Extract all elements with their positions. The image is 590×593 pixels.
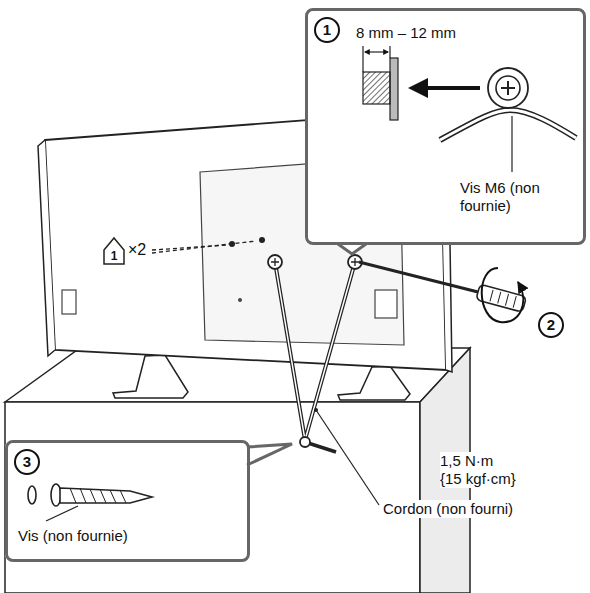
screw-shaft <box>60 488 152 503</box>
dimension-line <box>389 46 390 58</box>
rotation-arrow <box>482 268 523 322</box>
cabinet-front <box>5 402 420 593</box>
callout-ground <box>5 440 250 562</box>
callout-box: 1 8 mm – 12 mm Vis M6 (non fournie) <box>305 8 586 245</box>
leader-line <box>511 116 512 172</box>
quantity-label-wrap: ×2 <box>128 241 146 259</box>
thread-block <box>363 72 390 104</box>
tv-dot <box>238 298 242 302</box>
screw-cross <box>351 258 359 266</box>
screw-cross <box>501 81 515 95</box>
pointer-line <box>152 241 256 253</box>
torque-label: 1,5 N·m {15 kgf·cm} <box>440 452 516 487</box>
part-label-wrap: Vis M6 (non fournie) <box>460 179 578 215</box>
washer <box>28 486 36 504</box>
callout-tail <box>338 244 366 254</box>
screw-cross <box>271 258 279 266</box>
panel-section <box>390 58 398 120</box>
house-icon <box>104 238 124 264</box>
callout-number-wrap: 1 <box>314 17 340 43</box>
dimension-arrow <box>365 51 388 52</box>
dimension-line <box>362 46 363 72</box>
callout-box: 3Vis (non fournie) <box>5 440 250 562</box>
screwdriver-shaft <box>359 262 478 292</box>
callout-ground <box>305 8 583 245</box>
screw <box>268 255 282 269</box>
part-label: Vis M6 (non fournie) <box>460 179 540 214</box>
dimension-label-wrap: 8 mm – 12 mm <box>356 24 456 42</box>
cord <box>275 262 355 440</box>
tv-edge <box>38 140 55 356</box>
callout-number: 3 <box>14 449 40 475</box>
mount-hole <box>259 237 265 243</box>
handle-grip <box>490 290 516 308</box>
dimension-label: 8 mm – 12 mm <box>356 24 456 41</box>
part-label-wrap: Vis (non fournie) <box>18 527 128 545</box>
part-label: Cordon (non fourni) <box>383 500 513 517</box>
part-label-wrap: Cordon (non fourni) <box>383 500 513 518</box>
callout-number-wrap: 2 <box>538 312 564 338</box>
quantity-label: ×2 <box>128 241 146 258</box>
stand-foot <box>338 366 410 400</box>
anchor-screw <box>308 443 336 452</box>
callout-number-wrap: 1 <box>104 249 124 263</box>
stand-foot <box>113 355 188 398</box>
screw-washer <box>488 68 528 108</box>
leader-line <box>316 410 379 505</box>
tv-port <box>62 290 76 314</box>
leader-line <box>46 506 78 521</box>
cord <box>275 262 355 440</box>
tv-terminal <box>375 290 397 318</box>
callout-tail <box>247 444 292 465</box>
cord <box>440 110 576 140</box>
insert-arrow <box>412 86 480 90</box>
screw-head <box>496 76 520 100</box>
callout-number: 1 <box>104 249 124 263</box>
part-label: Vis (non fournie) <box>18 527 128 544</box>
anchor-washer <box>300 437 310 447</box>
torque-label-wrap: 1,5 N·m {15 kgf·cm} <box>440 452 517 488</box>
callout-tail <box>246 444 292 465</box>
cord <box>440 110 576 140</box>
callout-number: 2 <box>538 312 564 338</box>
screw-thread <box>70 488 126 503</box>
callout-number: 1 <box>314 17 340 43</box>
callout-number-wrap: 3 <box>14 449 40 475</box>
